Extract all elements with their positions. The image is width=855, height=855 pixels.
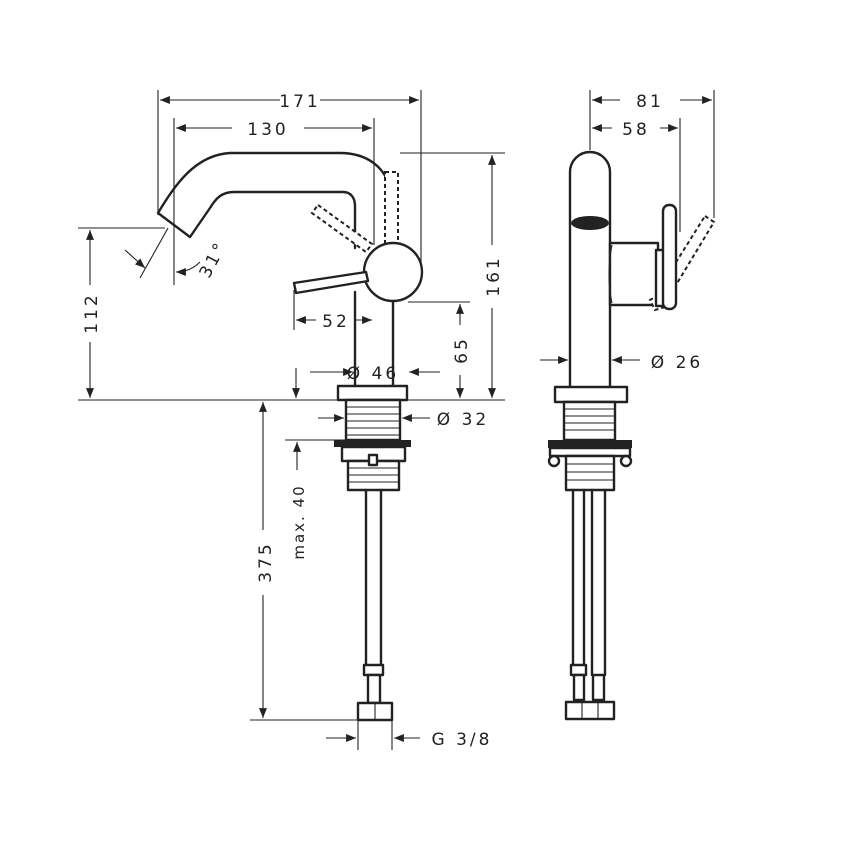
dim-81: 81 xyxy=(636,92,664,112)
front-lever xyxy=(661,203,678,311)
extension-lines xyxy=(78,90,505,750)
supply-hose xyxy=(356,488,394,722)
dim-diameter-46: Ø 46 xyxy=(347,364,399,384)
dim-58: 58 xyxy=(622,120,650,140)
dim-65: 65 xyxy=(452,336,472,364)
mounting-thread xyxy=(334,398,411,492)
dim-diameter-26: Ø 26 xyxy=(651,353,703,373)
dim-171: 171 xyxy=(279,92,320,112)
lever-open-position-dashed xyxy=(384,171,399,245)
dim-112: 112 xyxy=(82,292,102,333)
dim-130: 130 xyxy=(247,120,288,140)
dim-31-deg: 31° xyxy=(196,238,232,282)
front-supply-hoses xyxy=(564,488,616,721)
housing-joint xyxy=(608,244,613,304)
front-mounting-thread xyxy=(547,400,633,492)
dim-diameter-32: Ø 32 xyxy=(437,410,489,430)
front-view-faucet: 81 58 Ø 26 xyxy=(540,90,716,721)
dimension-lines xyxy=(86,96,496,742)
spout xyxy=(156,151,392,250)
dim-g-3-8: G 3/8 xyxy=(432,730,493,750)
front-extension-lines xyxy=(589,90,715,232)
spout-body xyxy=(568,150,612,389)
body xyxy=(353,290,395,388)
handle-housing xyxy=(608,241,660,307)
dim-52: 52 xyxy=(322,312,350,332)
dim-161: 161 xyxy=(484,255,504,296)
dim-375: 375 xyxy=(256,541,276,582)
base-plate xyxy=(336,384,409,402)
dim-max-40: max. 40 xyxy=(290,484,308,559)
aerator xyxy=(571,216,609,230)
front-base-plate xyxy=(553,385,629,404)
handle-hub xyxy=(362,241,424,303)
front-dimension-lines xyxy=(540,96,712,364)
lever-mid-position-dashed xyxy=(310,203,374,254)
lever xyxy=(292,270,370,295)
side-view-faucet: 171 130 31° 112 161 65 52 Ø 46 Ø 32 375 … xyxy=(78,90,505,750)
